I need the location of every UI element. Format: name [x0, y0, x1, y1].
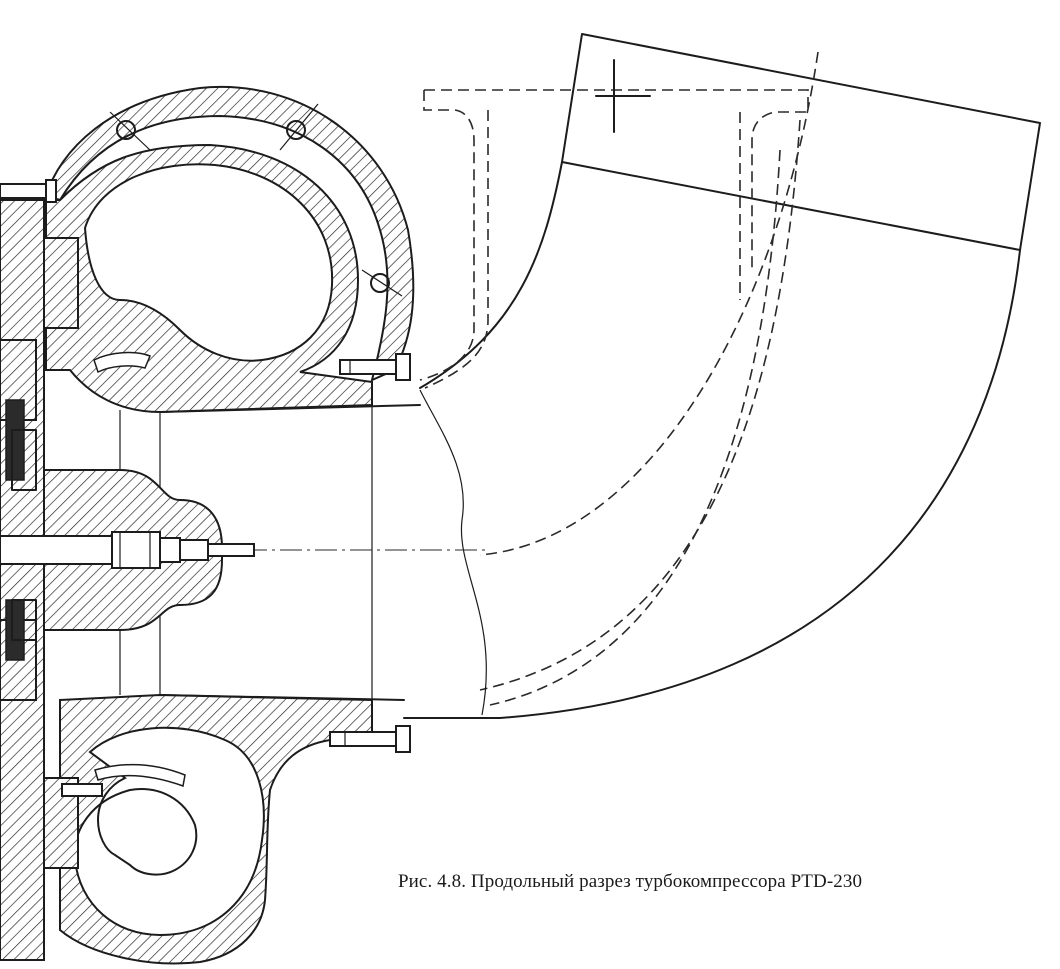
- upper-volute: [44, 85, 415, 414]
- left-lower-bolt: [61, 783, 103, 797]
- upper-flange-bolt: [339, 353, 411, 381]
- lower-flange-bolt: [329, 725, 411, 753]
- figure-caption: Рис. 4.8. Продольный разрез турбокомпрес…: [398, 871, 863, 892]
- outlet-elbow: [403, 33, 1041, 719]
- shaft: [0, 531, 255, 569]
- left-top-bolt: [0, 179, 57, 203]
- lower-volute: [59, 693, 373, 965]
